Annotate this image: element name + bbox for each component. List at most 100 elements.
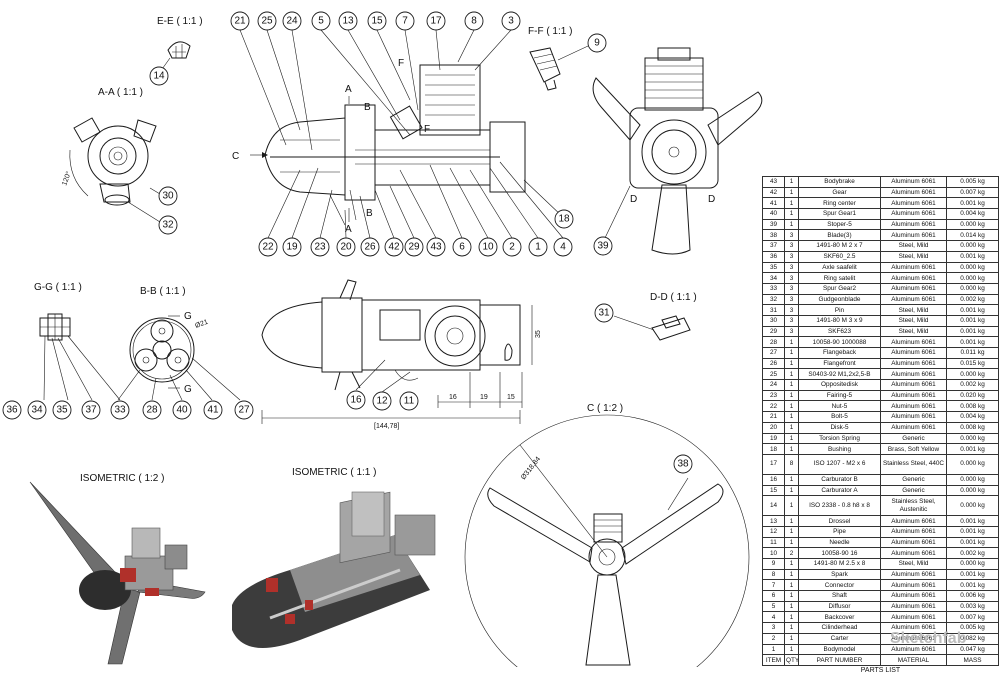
cell-material: Stainless Steel, 440C (880, 453, 947, 475)
svg-text:1: 1 (535, 242, 541, 253)
cell-part-number: SKF60_2.5 (798, 250, 881, 263)
section-mark-f-bottom: F (424, 124, 430, 135)
cell-item: 16 (762, 473, 785, 486)
callout-39: 39 (593, 236, 613, 256)
cell-part-number: 10058-90 1000088 (798, 336, 881, 348)
svg-text:43: 43 (430, 242, 442, 253)
cell-mass: 0.004 kg (946, 208, 999, 220)
callout-40: 40 (172, 400, 192, 420)
front-view-propeller: D D (592, 47, 763, 255)
cell-qty: 1 (784, 643, 799, 656)
cell-item: 35 (762, 261, 785, 274)
cell-part-number: Nut-5 (798, 400, 881, 413)
view-label-ee: E-E ( 1:1 ) (157, 16, 203, 27)
svg-text:22: 22 (262, 242, 274, 253)
svg-text:32: 32 (162, 220, 174, 231)
view-c-propeller: Ø318,84 (464, 414, 750, 667)
callout-30: 30 (158, 186, 178, 206)
cell-material: Generic (880, 473, 947, 486)
cell-qty: 3 (784, 325, 799, 338)
cell-part-number: Gudgeonblade (798, 293, 881, 306)
cell-item: 13 (762, 515, 785, 527)
cell-item: 24 (762, 379, 785, 391)
cell-mass: 0.000 kg (946, 272, 999, 284)
callout-6: 6 (452, 237, 472, 257)
dimension-16: 16 (449, 394, 457, 401)
view-label-gg: G-G ( 1:1 ) (34, 282, 82, 293)
cell-mass: 0.001 kg (946, 515, 999, 527)
cell-material: Aluminum 6061 (880, 197, 947, 210)
cell-qty: 1 (784, 218, 799, 231)
cell-material: Steel, Mild (880, 558, 947, 570)
callout-20: 20 (336, 237, 356, 257)
cell-mass: 0.001 kg (946, 525, 999, 538)
svg-text:27: 27 (238, 405, 250, 416)
cell-part-number: Disk-5 (798, 421, 881, 434)
svg-text:29: 29 (408, 242, 420, 253)
cell-material: Aluminum 6061 (880, 379, 947, 391)
view-label-bb: B-B ( 1:1 ) (140, 286, 186, 297)
callout-11: 11 (399, 391, 419, 411)
cell-part-number: Bodybrake (798, 176, 881, 188)
cell-item: 32 (762, 293, 785, 306)
cell-mass: 0.007 kg (946, 186, 999, 199)
cell-mass: 0.000 kg (946, 218, 999, 231)
cell-part-number: ISO 2338 - 0.8 h8 x 8 (798, 495, 881, 517)
cell-item: 9 (762, 558, 785, 570)
cell-qty: 1 (784, 484, 799, 497)
cell-qty: 1 (784, 336, 799, 348)
cell-qty: 3 (784, 282, 799, 295)
isometric-view-1-2 (29, 481, 206, 665)
cell-mass: 0.000 kg (946, 240, 999, 252)
section-mark-c: C (232, 151, 239, 162)
cell-mass: 0.000 kg (946, 432, 999, 445)
cell-mass: 0.008 kg (946, 400, 999, 413)
cell-mass: 0.003 kg (946, 600, 999, 613)
callouts: 21 25 24 5 13 15 7 17 8 3 9 14 30 32 18 … (2, 11, 693, 474)
svg-text:2: 2 (509, 242, 515, 253)
cell-item: 17 (762, 453, 785, 475)
cell-part-number: SKF623 (798, 325, 881, 338)
cell-material: Aluminum 6061 (880, 229, 947, 242)
callout-38: 38 (673, 454, 693, 474)
cell-item: 28 (762, 336, 785, 348)
callout-17: 17 (426, 11, 446, 31)
svg-text:42: 42 (388, 242, 400, 253)
cell-item: 33 (762, 282, 785, 295)
cell-item: 42 (762, 186, 785, 199)
cell-item: 10 (762, 547, 785, 559)
cell-mass: 0.002 kg (946, 379, 999, 391)
cell-qty: 1 (784, 525, 799, 538)
callout-18: 18 (554, 209, 574, 229)
cell-mass: 0.001 kg (946, 325, 999, 338)
cell-qty: 1 (784, 432, 799, 445)
cell-qty: 1 (784, 590, 799, 602)
cell-material: Aluminum 6061 (880, 261, 947, 274)
cell-part-number: Bolt-5 (798, 411, 881, 423)
cell-part-number: Carburator A (798, 484, 881, 497)
dimension-angle: 120° (60, 170, 73, 187)
cell-item: 6 (762, 590, 785, 602)
header-item: ITEM (762, 654, 785, 666)
cell-item: 37 (762, 240, 785, 252)
cell-part-number: Gear (798, 186, 881, 199)
cell-qty: 3 (784, 229, 799, 242)
cell-material: Generic (880, 484, 947, 497)
cell-material: Steel, Mild (880, 250, 947, 263)
cell-item: 19 (762, 432, 785, 445)
cell-item: 34 (762, 272, 785, 284)
cell-qty: 1 (784, 473, 799, 486)
header-mass: MASS (946, 654, 999, 666)
cell-part-number: Flangeback (798, 347, 881, 359)
cell-material: Generic (880, 432, 947, 445)
section-mark-f-top: F (398, 58, 404, 69)
svg-text:11: 11 (404, 396, 415, 407)
cell-item: 38 (762, 229, 785, 242)
